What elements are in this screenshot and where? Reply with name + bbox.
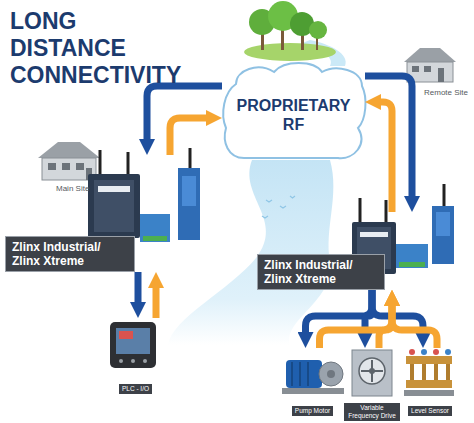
house-illustration [62,163,70,170]
house-illustration [48,163,56,170]
sensor-illustration [421,349,427,355]
pump-illustration [286,360,322,388]
drive-illustration [359,358,385,384]
drive-illustration [352,350,392,396]
pump-illustration [299,362,301,386]
signal-arrow [365,76,412,203]
signal-arrow [392,299,437,348]
sensor-illustration [433,349,439,355]
sensor-illustration [406,356,452,364]
bird-symbol [280,206,286,208]
plc-illustration [119,359,123,363]
cloud-outline [223,63,365,158]
device-label: Variable Frequency Drive [344,403,400,421]
bird-symbol [266,200,272,202]
house-illustration [38,142,100,158]
signal-arrow [170,118,213,155]
sensor-illustration [445,349,451,355]
site-label: Main Site [56,184,89,194]
drive-illustration [352,350,392,396]
plc-illustration [110,322,156,368]
plc-illustration [116,328,150,354]
cloud-label: PROPRIETARY RF [231,96,357,134]
pump-illustration [327,370,335,378]
radio-device-illustration [359,198,362,224]
site-label: Remote Site [424,88,468,98]
gateway-label: Zlinx Industrial/ Zlinx Xtreme [5,236,135,272]
radio-device-illustration [396,244,428,268]
diagram-title: LONG DISTANCE CONNECTIVITY [10,8,160,89]
sensor-illustration [434,364,438,380]
radio-device-illustration [443,184,446,208]
bird-symbol [262,216,268,218]
tree-illustration [244,1,336,61]
device-box: Pump Motor [280,348,345,416]
radio-device-illustration [178,168,200,240]
bird-symbol [262,196,295,218]
radio-device-illustration [385,200,388,224]
radio-device-illustration [143,236,167,241]
sensor-illustration [404,349,454,396]
radio-device-illustration [436,212,450,236]
house-illustration [404,48,456,62]
radio-device-illustration [182,176,196,206]
house-illustration [76,163,84,170]
gateway-box: Zlinx Industrial/ Zlinx Xtreme [5,155,200,272]
house-illustration [412,66,419,72]
plc-illustration [119,331,133,339]
bird-symbol [290,196,295,198]
sensor-illustration [409,349,415,355]
drive-illustration [369,368,375,374]
sensor-illustration [406,380,452,388]
sensor-illustration [446,364,450,380]
gateway-label: Zlinx Industrial/ Zlinx Xtreme [257,254,385,290]
tree-illustration [244,43,336,61]
sensor-illustration [404,390,454,396]
pump-illustration [282,360,344,394]
pump-illustration [307,362,309,386]
radio-device-illustration [360,232,388,237]
radio-device-illustration [94,180,134,232]
device-label: Pump Motor [292,406,333,416]
plc-illustration [131,359,135,363]
device-label: PLC - I/O [119,384,152,394]
pump-illustration [291,362,293,386]
radio-device-illustration [399,262,425,267]
device-box: Variable Frequency Drive [344,348,400,421]
house-illustration [438,68,444,82]
device-label: Level Sensor [408,406,452,416]
house-illustration [424,66,431,72]
radio-device-illustration [98,186,130,192]
plc-illustration [143,359,147,363]
device-box: PLC - I/O [108,318,163,394]
gateway-box: Zlinx Industrial/ Zlinx Xtreme [257,212,460,290]
radio-device-illustration [432,206,454,264]
house-illustration [42,158,96,180]
pump-illustration [282,388,344,394]
radio-device-illustration [99,150,102,178]
signal-arrow [135,272,142,309]
sensor-illustration [422,364,426,380]
sensor-illustration [410,364,414,380]
device-box: Level Sensor [402,348,458,416]
radio-device-illustration [189,148,192,170]
signal-arrow [153,281,160,318]
signal-arrow [320,299,393,348]
radio-device-illustration [88,174,140,238]
radio-device-illustration [140,214,170,242]
pump-illustration [319,362,343,386]
network-cloud: PROPRIETARY RF [222,62,365,162]
plc-illustration [110,322,156,368]
signal-arrow [374,102,392,212]
tree-illustration [309,21,327,39]
